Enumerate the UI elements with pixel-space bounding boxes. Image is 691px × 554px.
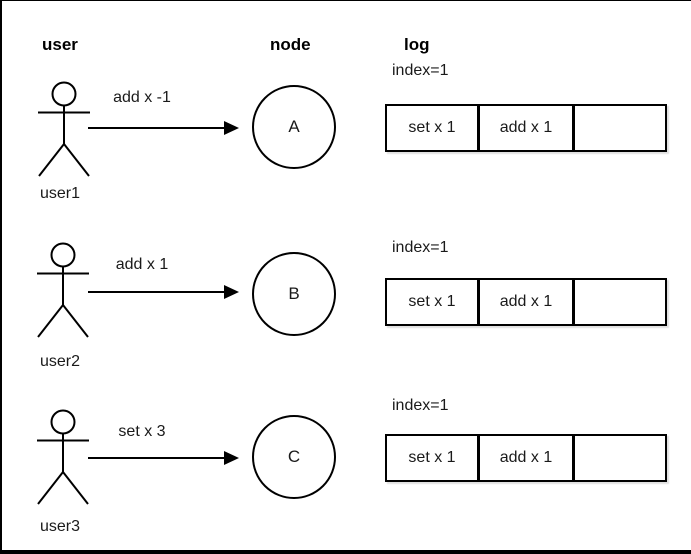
arrow-icon <box>88 451 239 465</box>
log-table: set x 1 add x 1 <box>385 278 667 326</box>
node-circle: C <box>252 415 336 499</box>
column-header-node: node <box>270 35 311 54</box>
stick-figure-icon <box>37 242 89 338</box>
log-cell: add x 1 <box>478 434 574 482</box>
log-cell: add x 1 <box>478 278 574 326</box>
message-label: add x 1 <box>115 256 169 273</box>
log-cell-empty <box>573 104 667 152</box>
log-index-label: index=1 <box>392 239 449 256</box>
stick-figure-icon <box>37 409 89 505</box>
actor-label: user2 <box>40 353 81 370</box>
message-label: set x 3 <box>118 423 166 440</box>
stick-figure-icon <box>38 81 90 177</box>
arrow-icon <box>88 285 239 299</box>
node-label: A <box>288 117 300 136</box>
node-circle: B <box>252 252 336 336</box>
node-label: C <box>287 447 301 466</box>
log-table: set x 1 add x 1 <box>385 104 667 152</box>
log-cell-empty <box>573 278 667 326</box>
actor-label: user1 <box>40 185 81 202</box>
node-circle: A <box>252 85 336 169</box>
log-table: set x 1 add x 1 <box>385 434 667 482</box>
log-cell: set x 1 <box>385 104 479 152</box>
log-cell-empty <box>573 434 667 482</box>
log-index-label: index=1 <box>392 397 449 414</box>
log-cell: add x 1 <box>478 104 574 152</box>
log-cell: set x 1 <box>385 278 479 326</box>
actor-label: user3 <box>40 518 81 535</box>
column-header-user: user <box>42 35 78 54</box>
log-index-label: index=1 <box>392 62 449 79</box>
node-label: B <box>288 284 300 303</box>
log-cell: set x 1 <box>385 434 479 482</box>
arrow-icon <box>88 121 239 135</box>
message-label: add x -1 <box>113 89 171 106</box>
column-header-log: log <box>404 35 430 54</box>
